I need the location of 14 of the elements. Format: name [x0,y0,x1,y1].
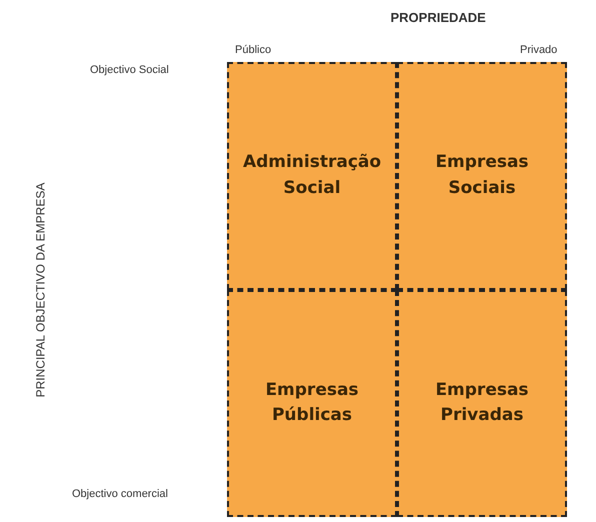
axis-end-label: Objectivo comercial [72,488,168,500]
axis-title: PRINCIPAL OBJECTIVO DA EMPRESA [32,182,47,398]
axis-end-label: Privado [520,44,558,56]
quadrant-title: Empresas Públicas [264,378,360,428]
quadrant-box [397,62,567,290]
quadrant-title: Administração Social [242,151,382,200]
axis-title: PROPRIEDADE [390,10,486,25]
quadrant-title: Empresas Sociais [434,151,530,200]
quadrant-box [227,290,397,517]
quadrant-box [397,290,567,517]
axis-end-label: Público [235,44,272,56]
quadrant-box [227,62,397,290]
axis-end-label: Objectivo Social [90,64,169,76]
quadrant-title: Empresas Privadas [434,378,530,428]
